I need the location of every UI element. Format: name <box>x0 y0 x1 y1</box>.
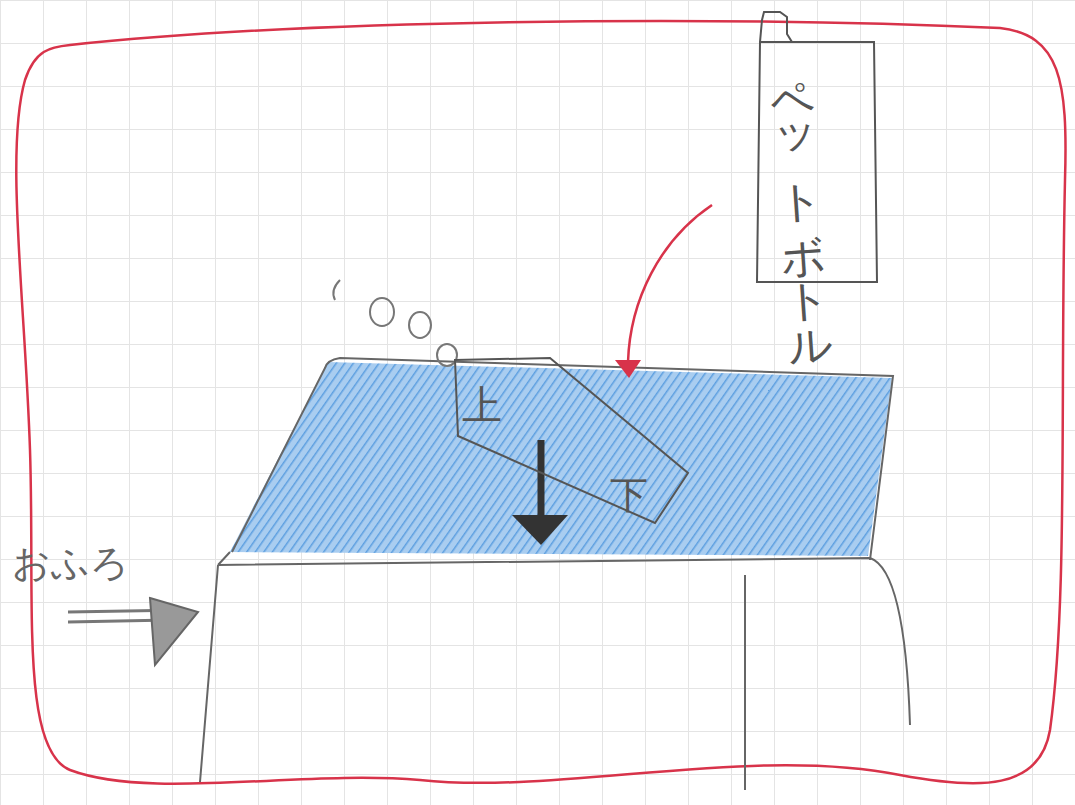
sheet-shape: 上下 <box>440 348 700 533</box>
bath-pointer-arrow <box>68 598 198 665</box>
red-border <box>16 21 1065 784</box>
tub-outline <box>200 552 910 790</box>
node-text: ペットボトル <box>762 50 842 353</box>
note-label: おふろ <box>12 538 129 589</box>
red-leader-arrow <box>615 205 712 378</box>
bottle-shape: ペットボトル <box>752 12 882 287</box>
bubbles <box>333 280 457 366</box>
down-arrow <box>512 440 568 545</box>
shape-outline <box>440 348 700 533</box>
node-text: 下 <box>610 470 648 521</box>
tub-top-edge <box>232 358 893 560</box>
node-text: 上 <box>462 378 502 433</box>
water-surface <box>230 362 892 556</box>
